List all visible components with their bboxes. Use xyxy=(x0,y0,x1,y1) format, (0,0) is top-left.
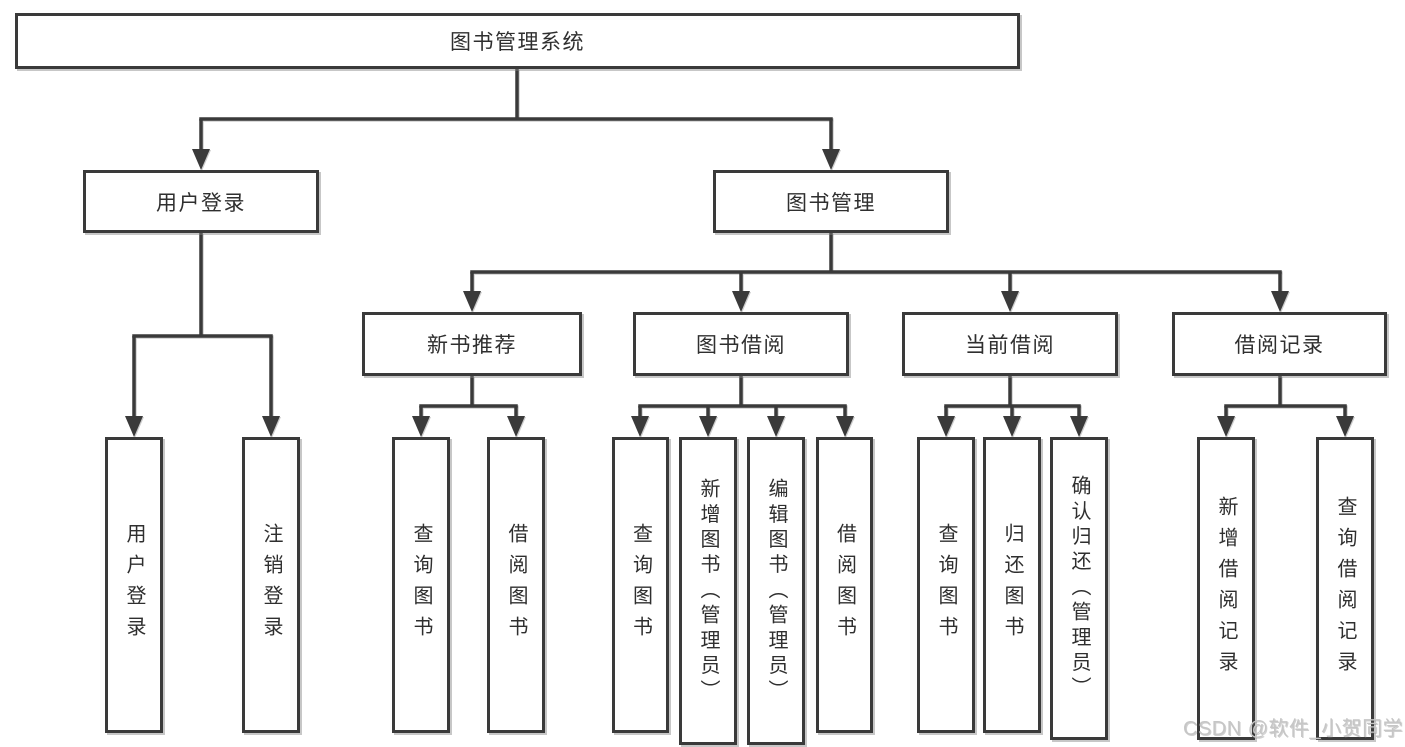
node-label: 查询图书 xyxy=(935,523,957,647)
node-library-management-system: 图书管理系统 xyxy=(15,13,1020,69)
node-label: 注销登录 xyxy=(260,523,282,647)
leaf-add-book-admin: 新增图书（管理员） xyxy=(679,437,737,745)
node-label: 图书管理 xyxy=(786,191,876,215)
node-label: 新增借阅记录 xyxy=(1215,495,1237,682)
node-label: 新增图书（管理员） xyxy=(697,477,719,705)
node-label: 借阅记录 xyxy=(1234,334,1325,357)
node-book-borrowing: 图书借阅 xyxy=(633,312,849,376)
node-label: 借阅图书 xyxy=(505,523,527,647)
leaf-borrow-books-recommend: 借阅图书 xyxy=(487,437,545,733)
node-label: 查询图书 xyxy=(629,523,652,647)
node-label: 当前借阅 xyxy=(965,334,1055,357)
leaf-add-borrow-record: 新增借阅记录 xyxy=(1197,437,1255,740)
node-label: 查询图书 xyxy=(410,523,432,647)
leaf-query-books-recommend: 查询图书 xyxy=(392,437,450,733)
leaf-return-book: 归还图书 xyxy=(983,437,1041,733)
leaf-confirm-return-admin: 确认归还（管理员） xyxy=(1050,437,1108,740)
node-label: 用户登录 xyxy=(123,523,145,647)
leaf-borrow-books-borrowing: 借阅图书 xyxy=(816,437,873,733)
node-label: 借阅图书 xyxy=(833,523,856,647)
node-label: 用户登录 xyxy=(156,191,246,215)
node-borrowing-records: 借阅记录 xyxy=(1172,312,1387,376)
leaf-query-borrow-record: 查询借阅记录 xyxy=(1316,437,1374,740)
leaf-query-books-borrowing: 查询图书 xyxy=(612,437,669,733)
node-label: 归还图书 xyxy=(1001,523,1023,647)
node-label: 查询借阅记录 xyxy=(1334,495,1356,682)
node-label: 确认归还（管理员） xyxy=(1068,475,1090,702)
leaf-user-login: 用户登录 xyxy=(105,437,163,733)
leaf-edit-book-admin: 编辑图书（管理员） xyxy=(747,437,805,745)
node-label: 图书管理系统 xyxy=(450,31,585,54)
node-user-login: 用户登录 xyxy=(83,170,319,233)
leaf-logout: 注销登录 xyxy=(242,437,300,733)
node-label: 编辑图书（管理员） xyxy=(765,477,787,705)
node-current-borrowing: 当前借阅 xyxy=(902,312,1118,376)
node-new-book-recommend: 新书推荐 xyxy=(362,312,582,376)
watermark: CSDN @软件_小贺同学 xyxy=(1183,718,1404,740)
node-book-management: 图书管理 xyxy=(713,170,949,233)
node-label: 图书借阅 xyxy=(696,334,786,357)
node-label: 新书推荐 xyxy=(427,334,517,357)
leaf-query-books-current: 查询图书 xyxy=(917,437,975,733)
